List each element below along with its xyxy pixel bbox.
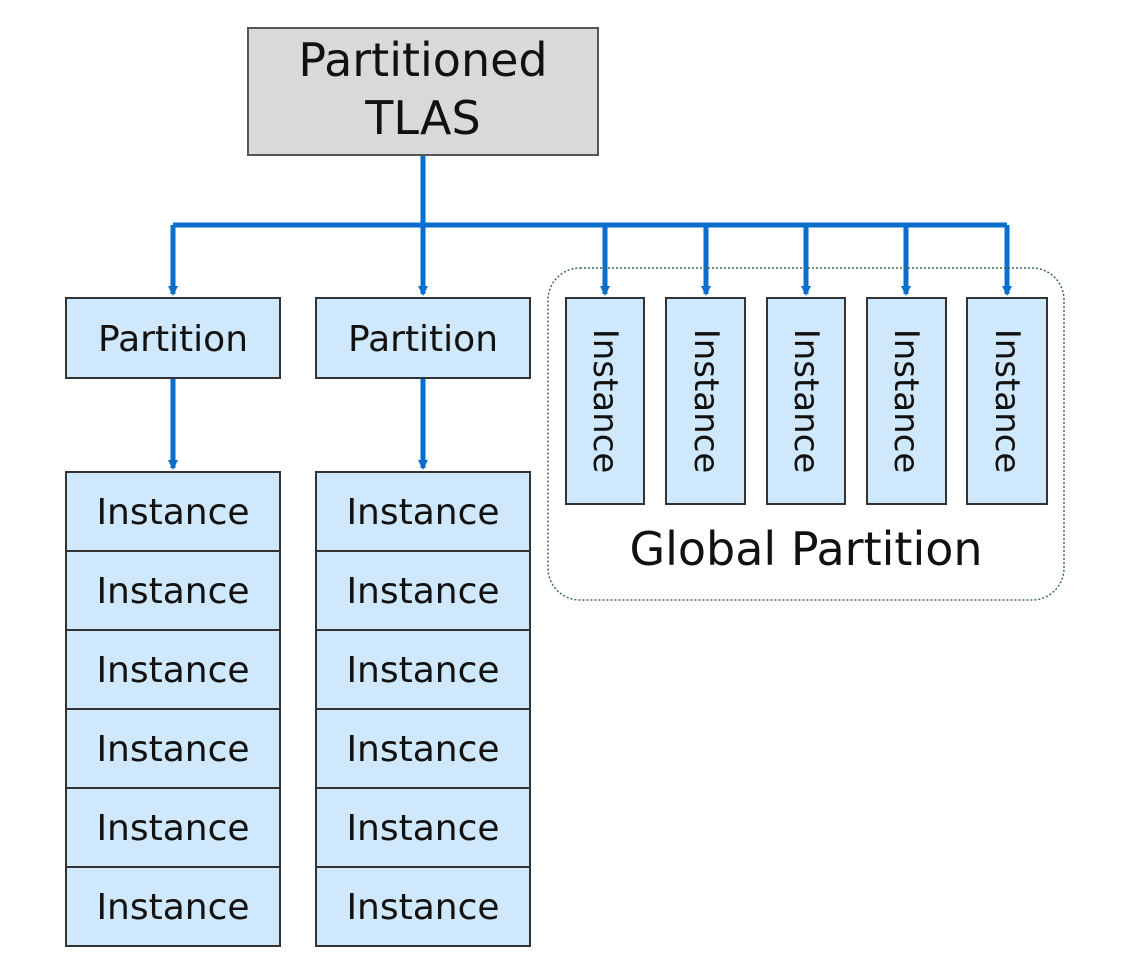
instance-box [65,550,281,631]
instance-box [65,629,281,710]
global-instance-box [966,297,1048,505]
global-instance-box [866,297,947,505]
global-instance-label: Instance [886,329,926,474]
partition-label: Partition [98,319,248,360]
instance-box [65,866,281,947]
instance-box [315,866,531,947]
instance-label: Instance [96,729,249,770]
instance-label: Instance [346,571,499,612]
instance-label: Instance [346,492,499,533]
instance-box [65,708,281,789]
global-instance-box [565,297,645,505]
instance-label: Instance [346,887,499,928]
root-label-line-1: Partitioned [298,33,547,87]
instance-box [65,471,281,552]
partition-2: Partition Instance Instance Instance Ins… [315,297,531,947]
instance-label: Instance [346,808,499,849]
instance-label: Instance [96,808,249,849]
instance-label: Instance [96,650,249,691]
instance-box [315,708,531,789]
global-instance-box [766,297,846,505]
root-label-line-2: TLAS [364,91,480,145]
partition-1: Partition Instance Instance Instance Ins… [65,297,281,947]
global-partition-label: Global Partition [629,522,982,576]
global-partition: Instance Instance Instance Instance Inst… [547,267,1065,601]
global-instance-label: Instance [987,329,1027,474]
instance-box [315,550,531,631]
root-node: Partitioned TLAS [247,27,599,156]
global-instance-label: Instance [686,329,726,474]
instance-label: Instance [96,571,249,612]
global-instance-box [665,297,746,505]
instance-box [315,471,531,552]
instance-box [315,629,531,710]
instance-label: Instance [346,650,499,691]
partition-1-instance-stack: Instance Instance Instance Instance Inst… [65,471,281,947]
partition-2-instance-stack: Instance Instance Instance Instance Inst… [315,471,531,947]
partition-box [65,297,281,379]
partition-box [315,297,531,379]
instance-box [315,787,531,868]
instance-label: Instance [96,887,249,928]
instance-label: Instance [96,492,249,533]
global-instance-label: Instance [585,329,625,474]
partition-label: Partition [348,319,498,360]
global-partition-frame [547,267,1065,601]
global-instance-label: Instance [786,329,826,474]
instance-label: Instance [346,729,499,770]
connectors [168,155,1012,470]
root-box [247,27,599,156]
